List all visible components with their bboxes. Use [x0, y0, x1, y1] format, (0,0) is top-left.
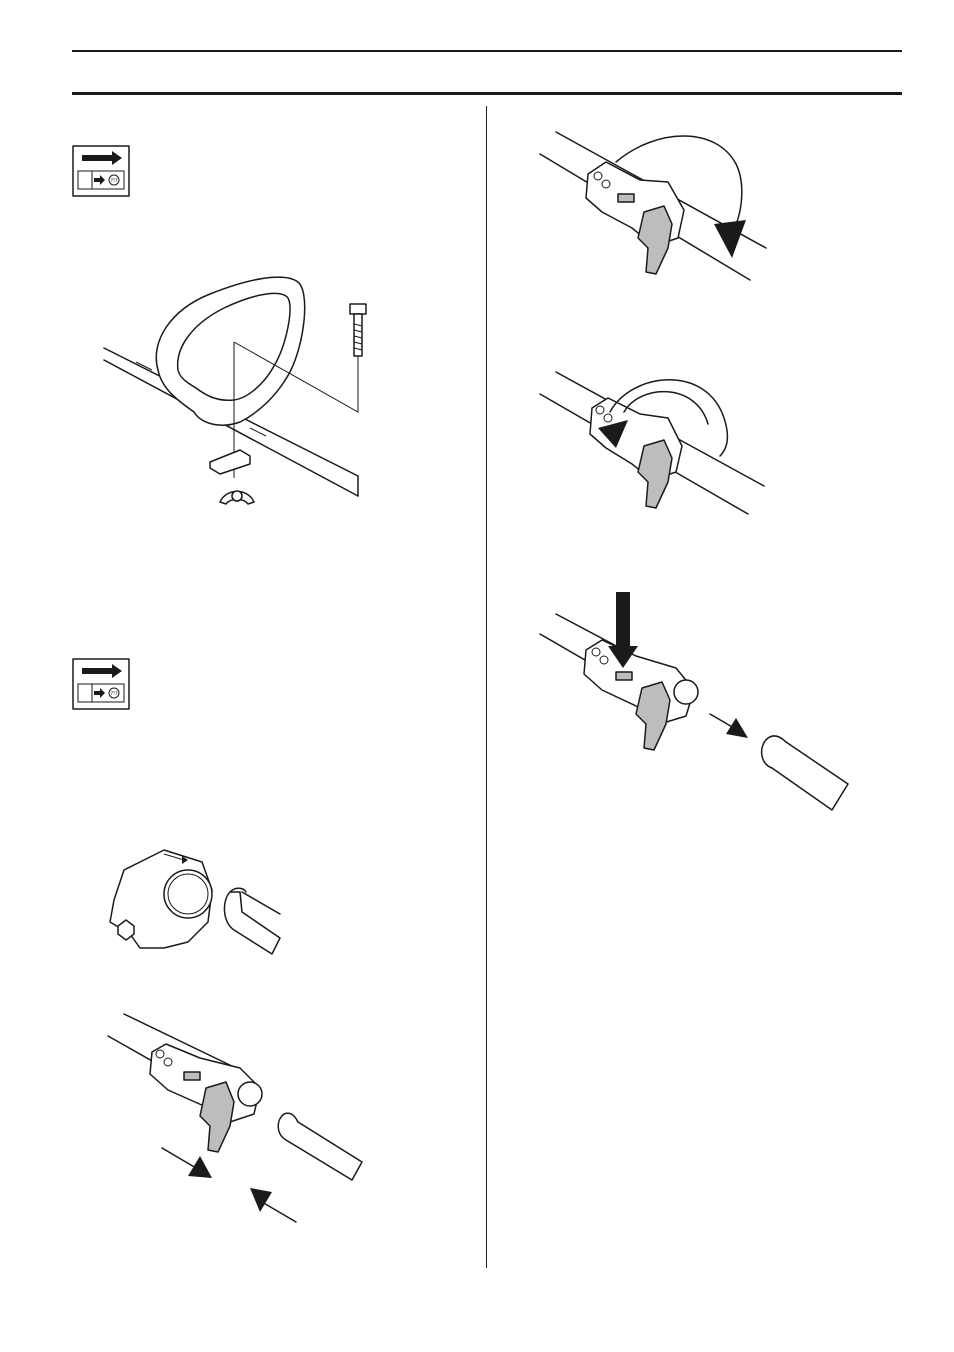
coupling-open-figure — [536, 368, 776, 518]
coupling-closeup-figure — [104, 830, 294, 970]
wing-nut-icon — [220, 491, 254, 504]
coupling-loosen-figure — [536, 128, 776, 298]
handle-assembly-figure — [100, 262, 370, 522]
header-rule-top — [72, 50, 902, 52]
coupling-release-figure — [536, 588, 856, 820]
column-divider — [486, 106, 487, 1268]
bolt-icon — [350, 304, 366, 356]
header-rule-bottom — [72, 92, 902, 95]
icon-badge-text: ?!? — [110, 178, 118, 184]
coupling-join-figure — [104, 1010, 374, 1234]
arrow-box-icon: ?!? — [72, 658, 130, 710]
arrow-box-icon: ?!? — [72, 145, 130, 197]
icon-badge-text: ?!? — [110, 691, 118, 697]
